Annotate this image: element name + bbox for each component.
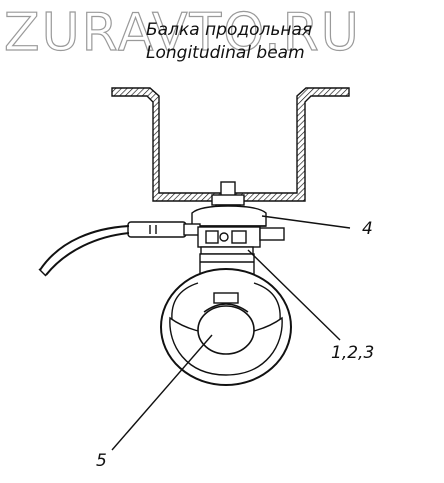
watermark-text: ZURAVTO.RU (4, 3, 361, 63)
wire-end (38, 268, 47, 277)
leader-line-5 (111, 334, 213, 451)
title-english: Longitudinal beam (146, 43, 305, 63)
callout-1-2-3: 1,2,3 (331, 343, 374, 363)
lamp-bracket (191, 205, 267, 227)
title-russian: Балка продольная (146, 20, 312, 40)
leader-line-1-2-3 (247, 249, 341, 341)
callout-4: 4 (362, 219, 373, 239)
callout-5: 5 (96, 451, 107, 471)
longitudinal-beam (111, 87, 350, 202)
leader-line-4 (261, 215, 351, 229)
wire-connector (127, 221, 201, 238)
wire-cable (39, 225, 130, 271)
lamp-reflector (160, 268, 292, 386)
wire-cable-lower (45, 232, 130, 276)
